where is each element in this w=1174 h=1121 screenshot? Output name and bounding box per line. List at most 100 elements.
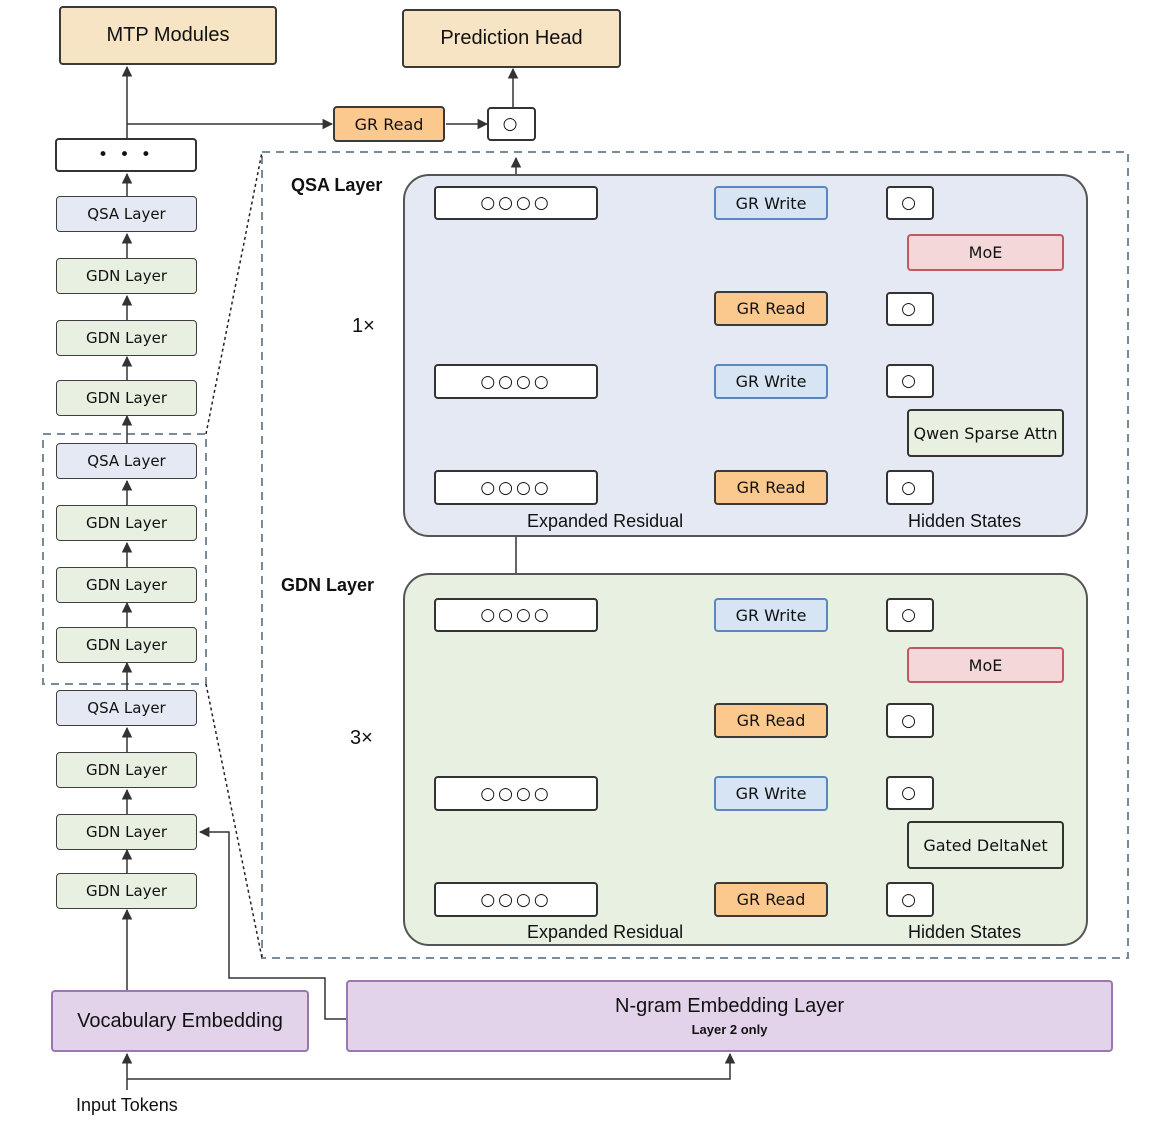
- attention-label: Qwen Sparse Attn: [913, 423, 1058, 443]
- top-hidden-state: ○: [487, 107, 536, 141]
- stack-layer-label: GDN Layer: [86, 329, 167, 347]
- gdn-block-title: GDN Layer: [281, 575, 375, 595]
- hidden-symbol: ○: [901, 477, 919, 498]
- stack-layer-label: GDN Layer: [86, 761, 167, 779]
- stack-layer-label: GDN Layer: [86, 267, 167, 285]
- stack-layer-7: GDN Layer: [56, 505, 197, 541]
- gr-read-label: GR Read: [736, 478, 806, 497]
- gdn-residual-in: ○○○○: [434, 882, 598, 917]
- stack-layer-label: GDN Layer: [86, 389, 167, 407]
- top-gr-read-box: GR Read: [333, 106, 445, 142]
- qsa-gr-write-2: GR Write: [714, 186, 828, 220]
- qsa-block-title: QSA Layer: [291, 175, 383, 195]
- qsa-residual-out: ○○○○: [434, 186, 598, 220]
- vocabulary-embedding-label: Vocabulary Embedding: [77, 1009, 283, 1032]
- gr-read-label: GR Read: [736, 299, 806, 318]
- qsa-hidden-2: ○: [886, 364, 934, 398]
- ngram-embedding-label: N-gram Embedding Layer: [615, 995, 844, 1017]
- ellipsis-text: • • •: [98, 145, 154, 165]
- qsa-gr-read-1: GR Read: [714, 470, 828, 505]
- stack-ellipsis: • • •: [55, 138, 197, 172]
- stack-layer-3: GDN Layer: [56, 752, 197, 788]
- stack-layer-9: GDN Layer: [56, 380, 197, 416]
- stack-layer-label: GDN Layer: [86, 514, 167, 532]
- stack-layer-11: GDN Layer: [56, 258, 197, 294]
- qsa-expanded-residual-label: Expanded Residual: [527, 511, 684, 531]
- stack-layer-label: GDN Layer: [86, 823, 167, 841]
- gr-read-label: GR Read: [736, 711, 806, 730]
- hidden-symbol: ○: [901, 783, 919, 803]
- gdn-hidden-2: ○: [886, 776, 934, 810]
- residual-symbols: ○○○○: [480, 889, 552, 910]
- stack-layer-label: QSA Layer: [87, 699, 166, 717]
- stack-layer-label: GDN Layer: [86, 882, 167, 900]
- gdn-gr-write-1: GR Write: [714, 776, 828, 811]
- stack-layer-1: GDN Layer: [56, 873, 197, 909]
- top-hidden-symbol: ○: [502, 114, 521, 134]
- moe-label: MoE: [968, 655, 1003, 675]
- gr-read-label: GR Read: [736, 890, 806, 909]
- gdn-residual-mid: ○○○○: [434, 776, 598, 811]
- residual-symbols: ○○○○: [480, 371, 552, 392]
- stack-layer-label: GDN Layer: [86, 576, 167, 594]
- stack-layer-label: QSA Layer: [87, 205, 166, 223]
- qsa-hidden-states-label: Hidden States: [908, 511, 1022, 531]
- hidden-symbol: ○: [901, 371, 919, 391]
- residual-symbols: ○○○○: [480, 193, 552, 213]
- gdn-hidden-1: ○: [886, 882, 934, 917]
- stack-layer-10: GDN Layer: [56, 320, 197, 356]
- stack-layer-label: QSA Layer: [87, 452, 166, 470]
- ngram-embedding-box: N-gram Embedding Layer Layer 2 only: [346, 980, 1113, 1052]
- stack-layer-12: QSA Layer: [56, 196, 197, 232]
- hidden-symbol: ○: [901, 193, 919, 213]
- qsa-hidden-4: ○: [886, 186, 934, 220]
- hidden-symbol: ○: [901, 710, 919, 731]
- gr-write-label: GR Write: [735, 193, 807, 213]
- qsa-hidden-1: ○: [886, 470, 934, 505]
- gdn-hidden-states-label: Hidden States: [908, 922, 1022, 942]
- residual-symbols: ○○○○: [480, 783, 552, 804]
- mtp-modules-label: MTP Modules: [106, 24, 230, 46]
- gr-write-label: GR Write: [735, 605, 807, 625]
- qsa-attention-box: Qwen Sparse Attn: [907, 409, 1064, 457]
- residual-symbols: ○○○○: [480, 605, 552, 625]
- gdn-deltanet-box: Gated DeltaNet: [907, 821, 1064, 869]
- stack-layer-8: QSA Layer: [56, 443, 197, 479]
- ngram-note: Layer 2 only: [691, 1022, 768, 1037]
- qsa-residual-mid: ○○○○: [434, 364, 598, 399]
- gdn-hidden-4: ○: [886, 598, 934, 632]
- vocabulary-embedding-box: Vocabulary Embedding: [51, 990, 309, 1052]
- gdn-expanded-residual-label: Expanded Residual: [527, 922, 684, 942]
- gdn-hidden-3: ○: [886, 703, 934, 738]
- stack-layer-6: GDN Layer: [56, 567, 197, 603]
- residual-symbols: ○○○○: [480, 477, 552, 498]
- prediction-head-box: Prediction Head: [402, 9, 621, 68]
- stack-layer-2: GDN Layer: [56, 814, 197, 850]
- top-gr-read-label: GR Read: [354, 114, 424, 134]
- gdn-gr-read-2: GR Read: [714, 703, 828, 738]
- gdn-moe-box: MoE: [907, 647, 1064, 683]
- hidden-symbol: ○: [901, 605, 919, 625]
- qsa-repeat-count: 1×: [352, 315, 375, 337]
- gdn-repeat-count: 3×: [350, 727, 373, 749]
- qsa-hidden-3: ○: [886, 292, 934, 326]
- gr-write-label: GR Write: [735, 372, 807, 391]
- hidden-symbol: ○: [901, 889, 919, 910]
- gdn-residual-out: ○○○○: [434, 598, 598, 632]
- gdn-gr-write-2: GR Write: [714, 598, 828, 632]
- qsa-moe-box: MoE: [907, 234, 1064, 271]
- hidden-symbol: ○: [901, 299, 919, 319]
- stack-layer-4: QSA Layer: [56, 690, 197, 726]
- prediction-head-label: Prediction Head: [440, 27, 583, 49]
- deltanet-label: Gated DeltaNet: [923, 835, 1048, 855]
- mtp-modules-box: MTP Modules: [59, 6, 277, 65]
- qsa-residual-in: ○○○○: [434, 470, 598, 505]
- input-tokens-label: Input Tokens: [76, 1095, 178, 1115]
- gdn-gr-read-1: GR Read: [714, 882, 828, 917]
- gr-write-label: GR Write: [735, 784, 807, 803]
- moe-label: MoE: [968, 243, 1003, 262]
- stack-layer-5: GDN Layer: [56, 627, 197, 663]
- qsa-gr-write-1: GR Write: [714, 364, 828, 399]
- qsa-gr-read-2: GR Read: [714, 291, 828, 326]
- stack-layer-label: GDN Layer: [86, 636, 167, 654]
